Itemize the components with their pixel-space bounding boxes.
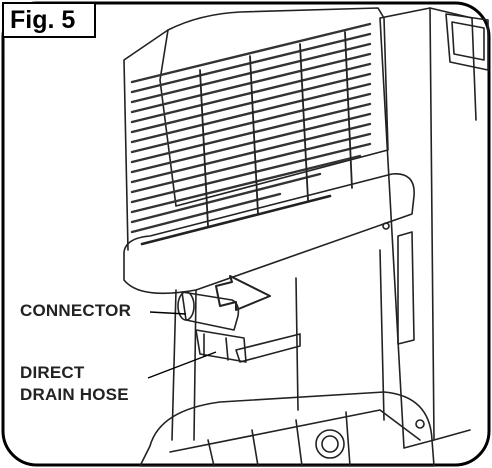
figure-label: Fig. 5 (2, 2, 96, 38)
grille-housing (159, 7, 389, 207)
drain-hose-callout-line2: DRAIN HOSE (20, 385, 129, 404)
hose-detail (203, 333, 229, 361)
screw-lower-right (415, 419, 425, 429)
drain-hose (195, 329, 247, 363)
insertion-arrow (215, 275, 271, 311)
connector-callout: CONNECTOR (20, 301, 132, 320)
top-right-handle (445, 13, 489, 71)
connector-opening (177, 291, 195, 321)
cavity-right-panel (397, 231, 415, 345)
cavity-left-wall (171, 289, 177, 441)
tray-inner (169, 409, 421, 453)
base-tray (139, 391, 435, 467)
tank-inner-ledge (235, 333, 301, 363)
bumper-groove (140, 194, 332, 246)
grille-dividers (199, 31, 353, 227)
top-right-handle-inner (451, 21, 485, 61)
drain-hose-callout-line1: DIRECT (20, 363, 85, 382)
housing-left-edge (123, 29, 169, 251)
leader-line-connector (149, 311, 187, 315)
cavity-back-wall (295, 277, 299, 411)
tray-ribs (207, 411, 351, 467)
tray-float (315, 429, 345, 459)
leader-line-hose (147, 351, 217, 379)
tank-top-bumper (123, 173, 415, 295)
tray-float-inner (321, 435, 339, 453)
screw-bumper (382, 222, 390, 230)
cavity-inner-wall (193, 289, 197, 441)
